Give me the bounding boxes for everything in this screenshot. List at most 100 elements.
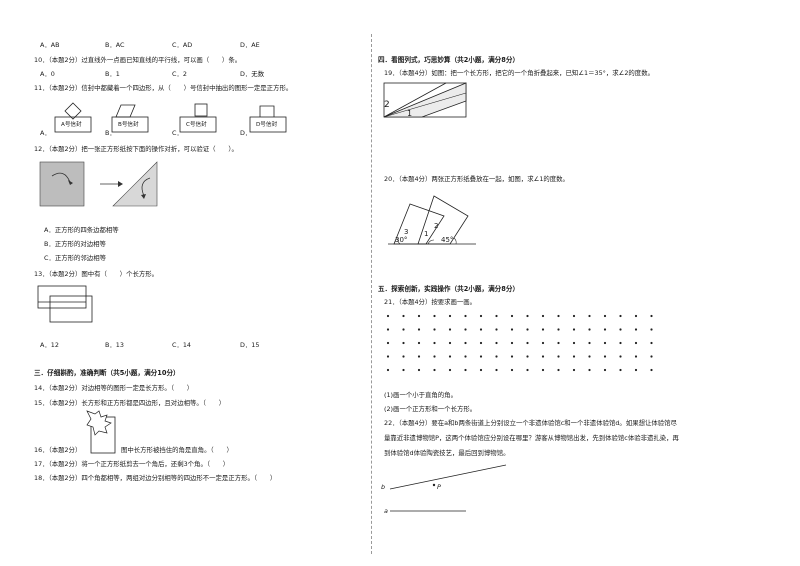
- grid-dot[interactable]: [634, 368, 638, 372]
- grid-dot[interactable]: [417, 355, 421, 358]
- grid-dot[interactable]: [402, 355, 405, 358]
- grid-dot[interactable]: [402, 328, 405, 331]
- grid-dot[interactable]: [634, 328, 638, 331]
- grid-dot[interactable]: [417, 368, 421, 372]
- grid-dot[interactable]: [588, 368, 591, 372]
- grid-dot[interactable]: [510, 368, 514, 372]
- grid-dot[interactable]: [448, 341, 452, 345]
- grid-dot[interactable]: [495, 328, 498, 331]
- grid-dot[interactable]: [386, 368, 390, 372]
- grid-dot[interactable]: [510, 314, 514, 318]
- grid-dot[interactable]: [402, 314, 405, 318]
- grid-dot[interactable]: [634, 355, 638, 358]
- grid-dot[interactable]: [603, 341, 607, 345]
- grid-dot[interactable]: [433, 355, 436, 358]
- grid-dot[interactable]: [386, 328, 390, 331]
- grid-dot[interactable]: [495, 355, 498, 358]
- grid-dot[interactable]: [526, 314, 529, 318]
- grid-dot[interactable]: [619, 355, 622, 358]
- grid-dot[interactable]: [479, 341, 483, 345]
- grid-dot[interactable]: [541, 328, 545, 331]
- grid-dot[interactable]: [650, 368, 653, 372]
- grid-dot[interactable]: [479, 355, 483, 358]
- q13-option-c: C．14: [172, 341, 191, 349]
- grid-dot[interactable]: [650, 341, 653, 345]
- grid-dot[interactable]: [386, 314, 390, 318]
- grid-dot[interactable]: [479, 328, 483, 331]
- grid-dot[interactable]: [417, 328, 421, 331]
- grid-dot[interactable]: [464, 328, 467, 331]
- grid-dot[interactable]: [448, 314, 452, 318]
- grid-dot[interactable]: [448, 328, 452, 331]
- grid-dot[interactable]: [433, 368, 436, 372]
- grid-dot[interactable]: [572, 314, 576, 318]
- grid-dot[interactable]: [557, 341, 560, 345]
- grid-dot[interactable]: [510, 341, 514, 345]
- grid-dot[interactable]: [588, 341, 591, 345]
- grid-dot[interactable]: [526, 355, 529, 358]
- grid-dot[interactable]: [526, 368, 529, 372]
- grid-dot[interactable]: [510, 355, 514, 358]
- street-a-label: a: [384, 507, 388, 515]
- q12-option-b: B．正方形的对边相等: [44, 240, 106, 248]
- q11-text: 11．（本题2分）信封中都藏着一个四边形，从（ ）号信封中抽出的图形一定是正方形…: [34, 84, 293, 92]
- grid-dot[interactable]: [541, 314, 545, 318]
- grid-dot[interactable]: [588, 328, 591, 331]
- grid-dot[interactable]: [495, 314, 498, 318]
- grid-dot[interactable]: [464, 341, 467, 345]
- grid-dot[interactable]: [557, 355, 560, 358]
- grid-dot[interactable]: [650, 328, 653, 331]
- grid-dot[interactable]: [572, 355, 576, 358]
- grid-dot[interactable]: [510, 328, 514, 331]
- grid-dot[interactable]: [464, 355, 467, 358]
- grid-dot[interactable]: [526, 341, 529, 345]
- grid-dot[interactable]: [495, 341, 498, 345]
- grid-dot[interactable]: [448, 355, 452, 358]
- grid-dot[interactable]: [464, 368, 467, 372]
- grid-dot[interactable]: [526, 328, 529, 331]
- grid-dot[interactable]: [448, 368, 452, 372]
- grid-dot[interactable]: [572, 341, 576, 345]
- grid-dot[interactable]: [402, 368, 405, 372]
- grid-dot[interactable]: [386, 355, 390, 358]
- grid-dot[interactable]: [479, 368, 483, 372]
- q21-dot-grid[interactable]: [380, 312, 670, 374]
- grid-dot[interactable]: [603, 368, 607, 372]
- grid-dot[interactable]: [433, 328, 436, 331]
- grid-dot[interactable]: [634, 314, 638, 318]
- grid-dot[interactable]: [417, 341, 421, 345]
- grid-dot[interactable]: [386, 341, 390, 345]
- grid-dot[interactable]: [541, 368, 545, 372]
- grid-dot[interactable]: [541, 341, 545, 345]
- grid-dot[interactable]: [603, 355, 607, 358]
- grid-dot[interactable]: [541, 355, 545, 358]
- grid-dot[interactable]: [417, 314, 421, 318]
- grid-dot[interactable]: [650, 314, 653, 318]
- grid-dot[interactable]: [572, 328, 576, 331]
- grid-dot[interactable]: [433, 341, 436, 345]
- q20-angle-right-label: 45°: [441, 236, 454, 244]
- grid-dot[interactable]: [402, 341, 405, 345]
- grid-dot[interactable]: [634, 341, 638, 345]
- grid-dot[interactable]: [619, 341, 622, 345]
- q10-option-a: A．0: [40, 70, 55, 78]
- grid-dot[interactable]: [557, 368, 560, 372]
- grid-dot[interactable]: [619, 328, 622, 331]
- grid-dot[interactable]: [464, 314, 467, 318]
- grid-dot[interactable]: [650, 355, 653, 358]
- q10-text: 10．（本题2分）过直线外一点画已知直线的平行线，可以画（ ）条。: [34, 56, 242, 64]
- grid-dot[interactable]: [572, 368, 576, 372]
- fold-arrow-icon: [51, 172, 71, 183]
- grid-dot[interactable]: [495, 368, 498, 372]
- grid-dot[interactable]: [619, 314, 622, 318]
- grid-dot[interactable]: [557, 314, 560, 318]
- grid-dot[interactable]: [603, 314, 607, 318]
- grid-dot[interactable]: [619, 368, 622, 372]
- grid-dot[interactable]: [588, 355, 591, 358]
- grid-dot[interactable]: [557, 328, 560, 331]
- grid-dot[interactable]: [603, 328, 607, 331]
- grid-dot[interactable]: [588, 314, 591, 318]
- grid-dot[interactable]: [433, 314, 436, 318]
- grid-dot[interactable]: [479, 314, 483, 318]
- q21-text: 21．（本题4分）按要求画一画。: [384, 298, 477, 306]
